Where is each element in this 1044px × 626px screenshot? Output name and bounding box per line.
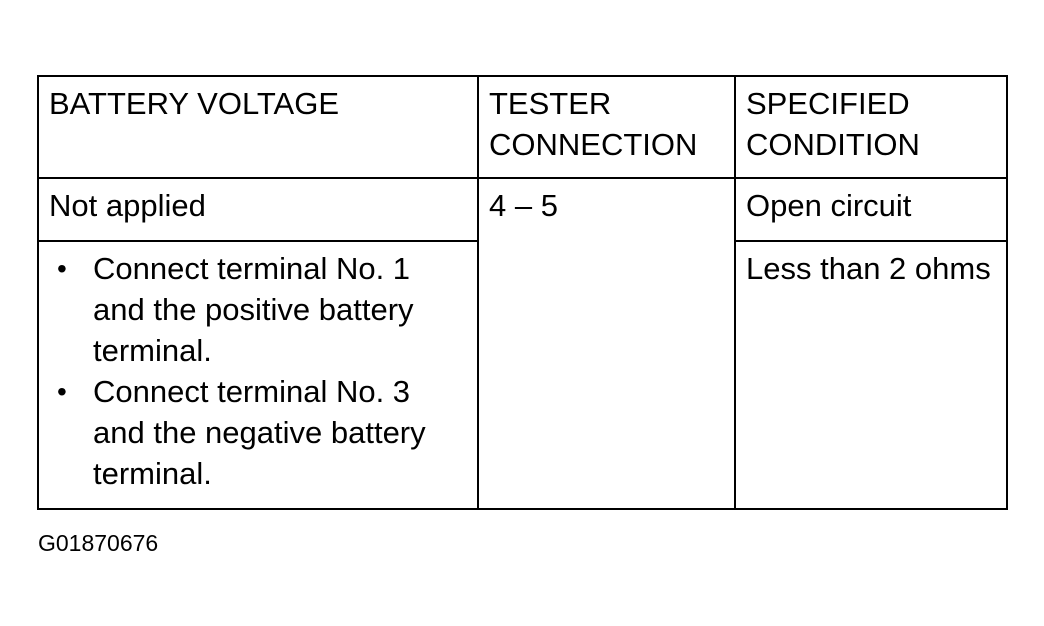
header-tester-connection: TESTER CONNECTION <box>477 75 736 179</box>
cell-battery-voltage-steps: Connect terminal No. 1 and the positive … <box>37 240 479 510</box>
specified-condition-value: Open circuit <box>746 188 912 223</box>
tester-connection-value: 4 – 5 <box>489 188 558 223</box>
header-tester-connection-line1: TESTER <box>489 86 612 121</box>
specification-table: BATTERY VOLTAGE TESTER CONNECTION SPECIF… <box>37 75 1008 510</box>
table-row: Connect terminal No. 1 and the positive … <box>37 240 1008 510</box>
battery-connection-steps: Connect terminal No. 1 and the positive … <box>49 248 467 494</box>
header-specified-condition: SPECIFIED CONDITION <box>734 75 1008 179</box>
header-specified-condition-line1: SPECIFIED <box>746 86 910 121</box>
cell-tester-connection: 4 – 5 <box>477 177 736 510</box>
table-row: Not applied 4 – 5 Open circuit <box>37 177 1008 510</box>
header-tester-connection-line2: CONNECTION <box>489 127 698 162</box>
battery-voltage-value: Not applied <box>49 188 206 223</box>
cell-battery-voltage: Not applied <box>37 177 479 242</box>
specified-condition-value: Less than 2 ohms <box>746 251 991 286</box>
header-battery-voltage-label: BATTERY VOLTAGE <box>49 86 339 121</box>
header-battery-voltage: BATTERY VOLTAGE <box>37 75 479 179</box>
header-specified-condition-line2: CONDITION <box>746 127 920 162</box>
list-item: Connect terminal No. 3 and the negative … <box>49 371 467 494</box>
figure-code: G01870676 <box>38 530 159 556</box>
cell-specified-condition: Less than 2 ohms <box>734 240 1008 510</box>
list-item: Connect terminal No. 1 and the positive … <box>49 248 467 371</box>
cell-specified-condition: Open circuit <box>734 177 1008 242</box>
table-header-row: BATTERY VOLTAGE TESTER CONNECTION SPECIF… <box>37 75 1008 179</box>
